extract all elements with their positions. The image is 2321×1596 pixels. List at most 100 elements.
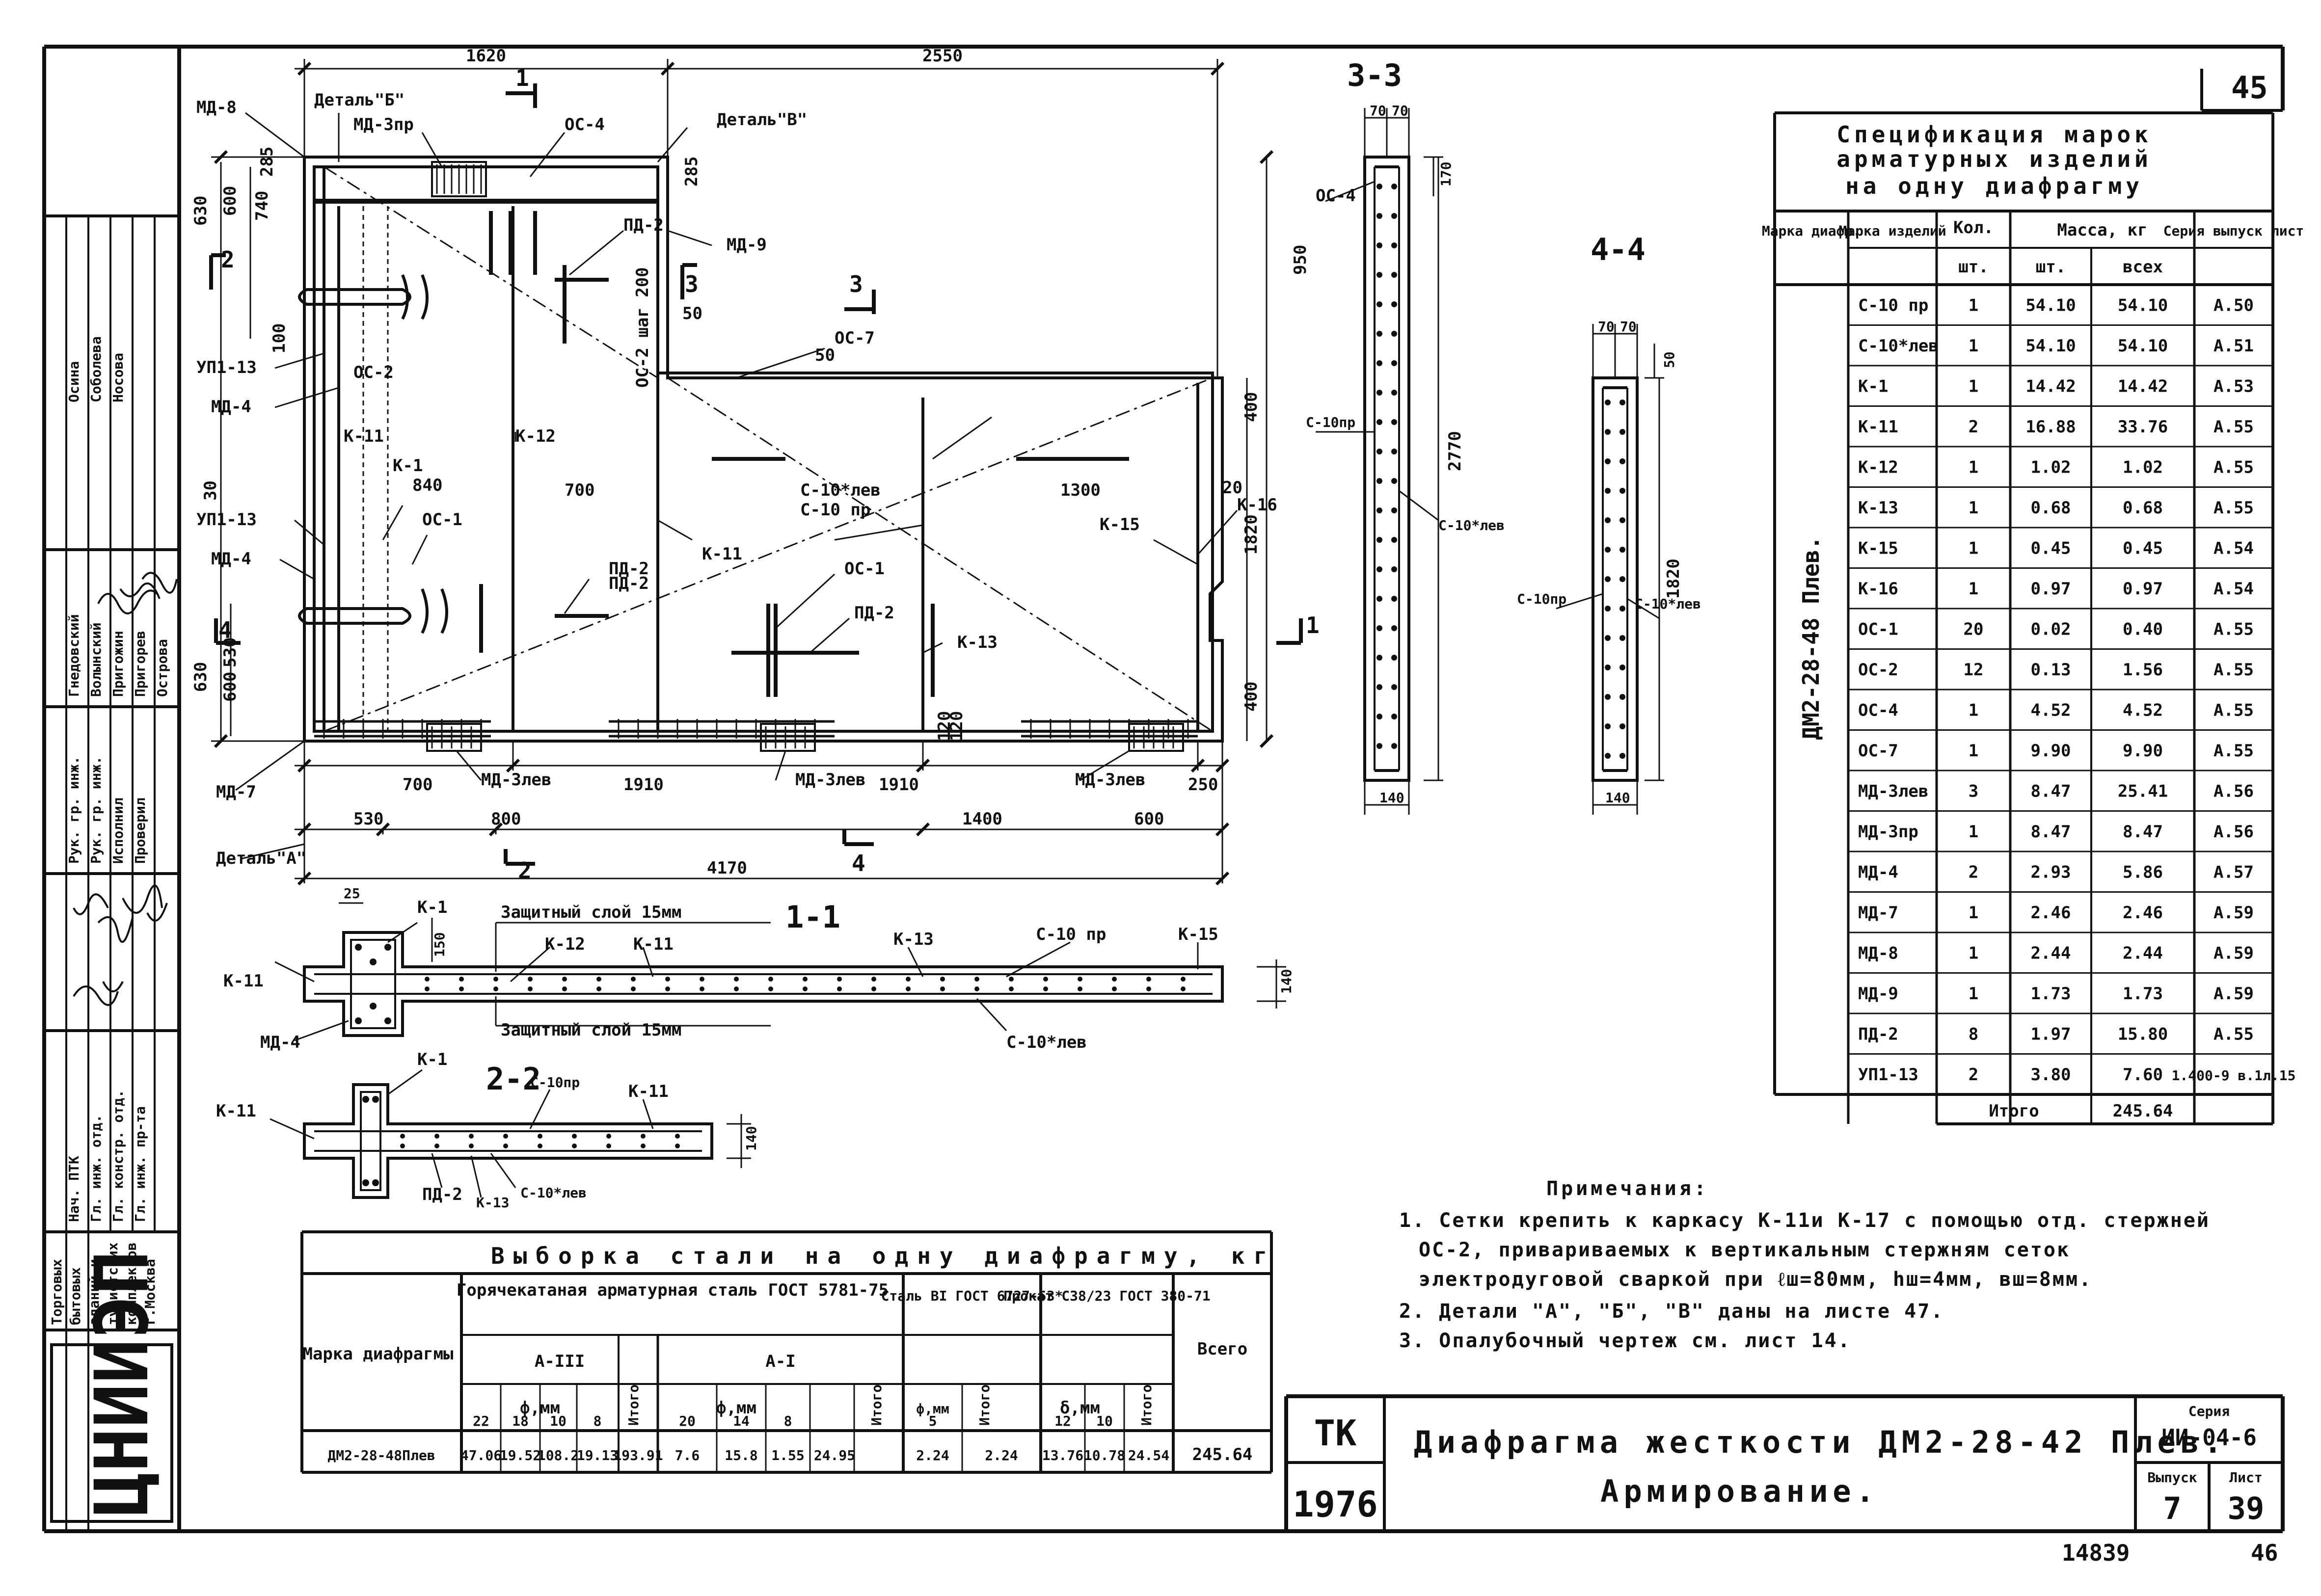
spec-cell-series: А.55 (2213, 1025, 2254, 1044)
steel-total: 245.64 (1192, 1445, 1253, 1464)
title-line2: Армирование. (1600, 1473, 1879, 1509)
section-mark: 4 (218, 617, 232, 643)
spec-total-value: 245.64 (2113, 1101, 2173, 1121)
steel-value: 13.76 (1042, 1447, 1083, 1463)
spec-cell-qty: 3 (1969, 782, 1978, 801)
title-line1: Диафрагма жесткости ДМ2-28-42 Плев. (1414, 1424, 2227, 1460)
stamp-role: Гл. констр. отд. (110, 1090, 126, 1222)
spec-cell-mark: К-11 (1858, 417, 1898, 437)
section-label: С-10*лев (1438, 517, 1505, 533)
spec-title: на одну диафрагму (1845, 173, 2143, 199)
plan-label: УП1-13 (196, 510, 257, 530)
dim: 530 (220, 638, 240, 667)
steel-header: Всего (1197, 1339, 1247, 1359)
spec-cell-all: 2.44 (2123, 944, 2163, 963)
spec-cell-mark: МД-8 (1858, 944, 1898, 963)
section-title: 1-1 (785, 899, 840, 935)
spec-cell-series: А.51 (2213, 336, 2254, 356)
spec-cell-all: 54.10 (2118, 336, 2168, 356)
spec-header: Серия выпуск лист (2163, 223, 2304, 239)
plan-label: МД-9 (727, 235, 767, 255)
note-line: 3. Опалубочный чертеж см. лист 14. (1399, 1330, 1851, 1352)
spec-cell-unit: 0.97 (2031, 579, 2071, 599)
plan-label: МД-4 (211, 397, 251, 417)
dim: 950 (1291, 245, 1310, 275)
bottom-number: 14839 (2062, 1540, 2130, 1566)
dim: 600 (220, 186, 240, 216)
spec-cell-all: 14.42 (2118, 377, 2168, 397)
section-mark: 1 (1306, 612, 1320, 638)
spec-cell-all: 15.80 (2118, 1025, 2168, 1044)
plan-label: К-11 (344, 426, 384, 446)
steel-header: δ,мм (1060, 1398, 1100, 1418)
spec-cell-qty: 1 (1969, 336, 1978, 356)
spec-cell-series: А.53 (2213, 377, 2254, 397)
spec-cell-qty: 1 (1969, 498, 1978, 518)
spec-cell-series: А.56 (2213, 782, 2254, 801)
section-mark: 4 (852, 850, 865, 877)
stamp-role: Нач. ПТК (66, 1156, 82, 1222)
steel-header: ф,мм (716, 1398, 756, 1418)
steel-diameter: 20 (679, 1413, 696, 1429)
section-label: К-11 (216, 1101, 256, 1121)
dim: 840 (412, 476, 442, 495)
plan-label: МД-7 (216, 782, 256, 802)
plan-label: ПД-2 (609, 574, 649, 593)
spec-cell-all: 9.90 (2123, 741, 2163, 761)
spec-cell-mark: ОС-4 (1858, 701, 1898, 720)
plan-label: ОС-1 (422, 510, 462, 530)
sheet-number: 45 (2231, 70, 2268, 106)
note-line: 1. Сетки крепить к каркасу К-11и К-17 с … (1399, 1209, 2210, 1232)
section-title: 2-2 (486, 1061, 541, 1097)
steel-header: Итого (625, 1384, 642, 1426)
plan-label: К-15 (1100, 515, 1140, 534)
stamp-role: Рук. гр. инж. (88, 756, 104, 864)
spec-cell-qty: 12 (1964, 660, 1984, 680)
stamp-name: Гнедовский (66, 614, 82, 697)
spec-cell-series: А.55 (2213, 458, 2254, 478)
dim: 50 (682, 304, 702, 323)
spec-cell-all: 1.73 (2123, 984, 2163, 1004)
steel-value: 24.95 (814, 1447, 855, 1463)
spec-header: Масса, кг (2057, 220, 2147, 240)
plan-label: С-10*лев (800, 480, 881, 500)
steel-value: 19.52 (500, 1447, 541, 1463)
stamp-org-line: туристских (105, 1242, 121, 1325)
stamp-role: Проверил (132, 798, 148, 864)
svg-text:ЦНИИЭП: ЦНИИЭП (80, 1250, 165, 1516)
section-title: 3-3 (1347, 57, 1402, 93)
spec-cell-unit: 54.10 (2025, 336, 2076, 356)
spec-cell-series: А.59 (2213, 903, 2254, 923)
dim: 140 (1278, 969, 1295, 994)
cniiep-logo: ЦНИИЭП (50, 1250, 173, 1523)
steel-value: 7.6 (675, 1447, 700, 1463)
spec-cell-mark: ОС-1 (1858, 620, 1898, 639)
note-line: электродуговой сваркой при ℓш=80мм, hш=4… (1419, 1268, 2092, 1291)
steel-header: Итого (1138, 1384, 1155, 1426)
steel-diameter: 14 (733, 1413, 750, 1429)
stamp-name: Пригорев (132, 631, 148, 697)
plan-label: МД-4 (211, 549, 251, 569)
notes-title: Примечания: (1546, 1177, 1709, 1200)
plan-label: ОС-2 шаг 200 (633, 267, 652, 388)
steel-header: ф,мм (520, 1398, 560, 1418)
spec-cell-qty: 1 (1969, 377, 1978, 397)
plan-label: Деталь"В" (717, 110, 807, 130)
section-title: 4-4 (1591, 232, 1646, 267)
stamp-org-line: зданий и (86, 1259, 102, 1325)
issue-value: 7 (2163, 1490, 2181, 1526)
dim: 2550 (922, 46, 963, 66)
dim: 400 (1241, 392, 1261, 422)
steel-value: 2.24 (985, 1447, 1018, 1463)
spec-cell-all: 0.40 (2123, 620, 2163, 639)
steel-diameter: 22 (473, 1413, 489, 1429)
spec-cell-all: 0.68 (2123, 498, 2163, 518)
plan-label: МД-8 (196, 98, 237, 117)
spec-header: Марка диафр. (1762, 223, 1861, 239)
stamp-org-line: Торговых (49, 1259, 65, 1325)
stamp-role: Гл. инж. отд. (88, 1115, 104, 1222)
plan-label: ОС-2 (353, 363, 394, 382)
